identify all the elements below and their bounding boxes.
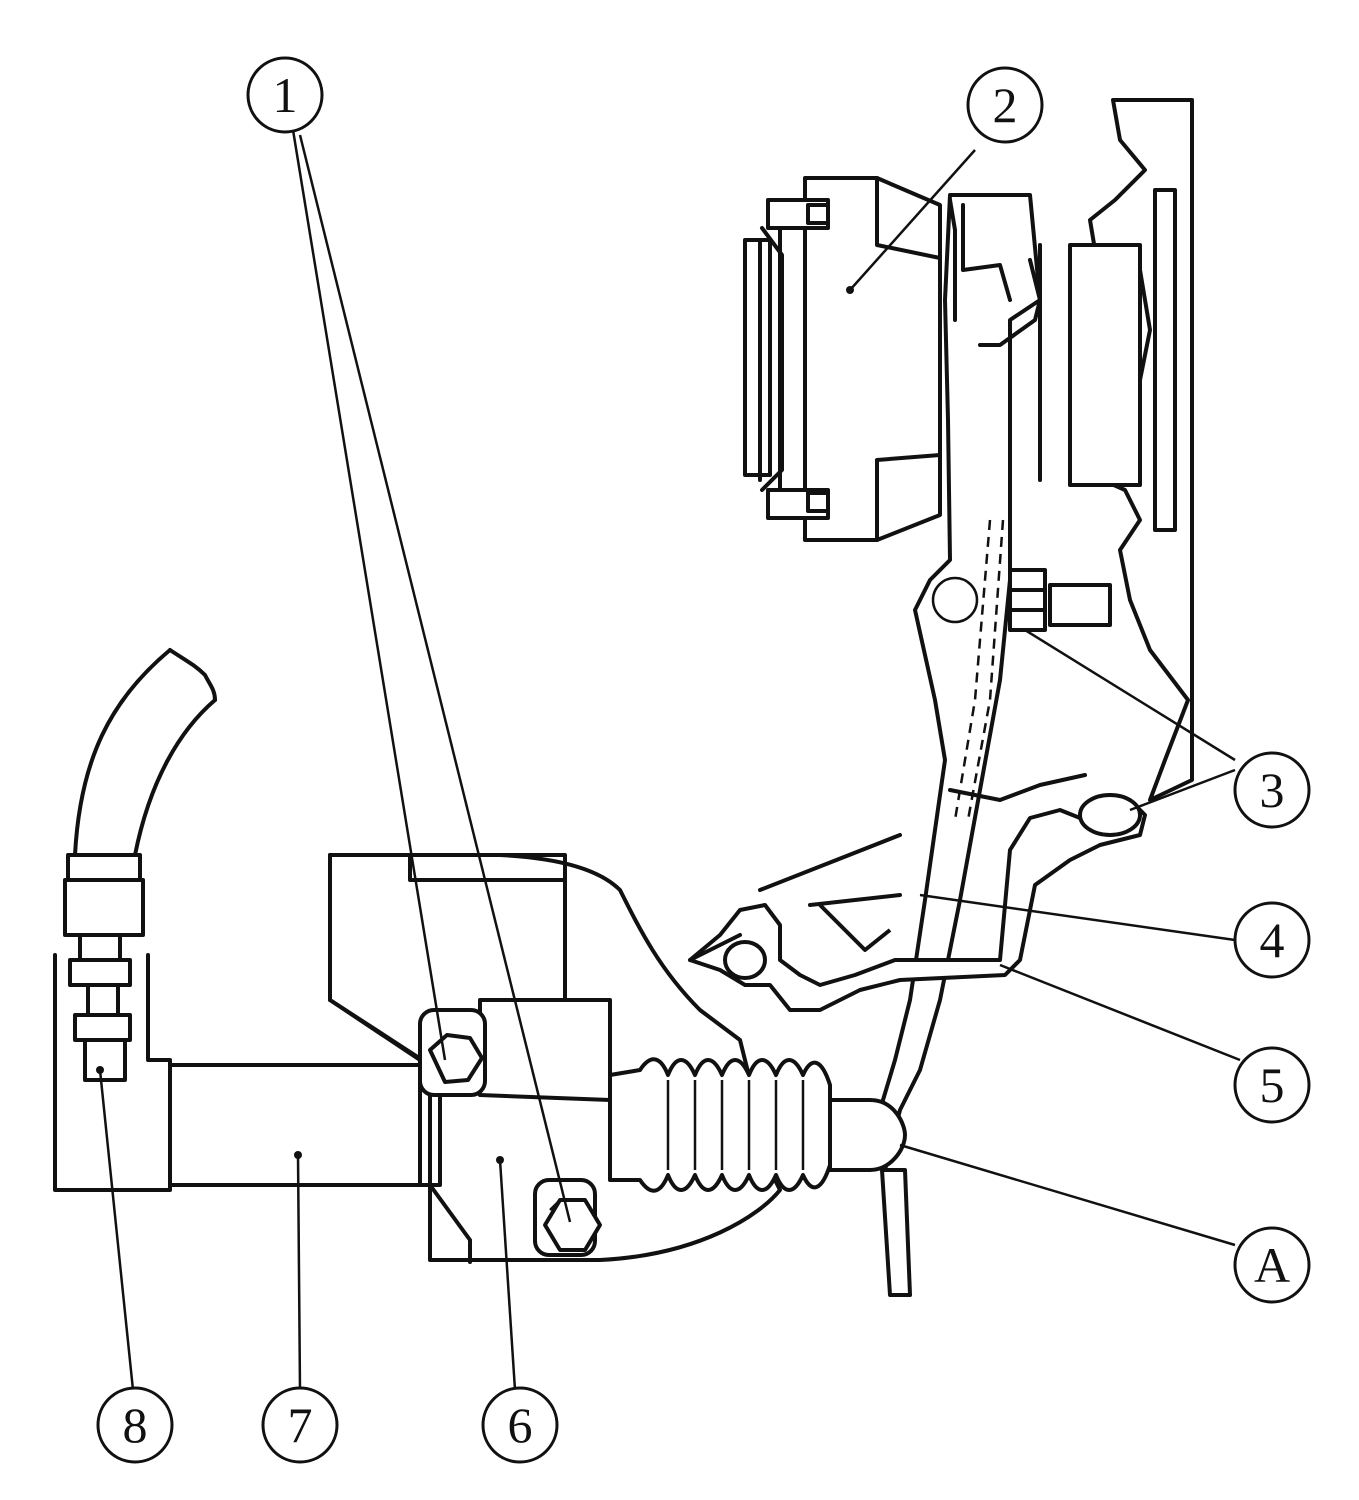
callout-6-label: 6 (508, 1397, 533, 1453)
leader-8 (98, 1069, 135, 1391)
clutch-housing-wall (1038, 98, 1194, 802)
callout-1-label: 1 (273, 67, 298, 123)
fork-dust-boot (688, 773, 1147, 1012)
leader-1a (291, 129, 447, 1061)
leader-1b (298, 134, 572, 1223)
hydraulic-hose (53, 648, 217, 1192)
callout-8-label: 8 (123, 1397, 148, 1453)
leader-A (899, 1143, 1236, 1247)
mounting-bolt-upper (418, 1008, 487, 1097)
callout-4-label: 4 (1260, 912, 1285, 968)
rubber-boot (608, 1057, 832, 1193)
callout-2-label: 2 (993, 77, 1018, 133)
callout-5-label: 5 (1260, 1057, 1285, 1113)
leader-lines (96, 129, 1241, 1391)
callout-4: 4 (1233, 901, 1311, 979)
callout-8: 8 (96, 1386, 174, 1464)
callout-1: 1 (246, 56, 324, 134)
callout-7-label: 7 (288, 1397, 313, 1453)
mounting-bolt-lower (533, 1178, 602, 1257)
callout-2: 2 (966, 66, 1044, 144)
leader-2 (849, 149, 976, 291)
fork-pivot-bolt (1008, 568, 1047, 632)
callout-5: 5 (1233, 1046, 1311, 1124)
leader-7 (296, 1154, 302, 1391)
callout-3: 3 (1233, 751, 1311, 829)
callout-6: 6 (481, 1386, 559, 1464)
leader-5 (999, 963, 1241, 1062)
slave-cylinder-body (168, 1063, 442, 1187)
leader-3a (1024, 628, 1236, 762)
leader-6 (498, 1159, 517, 1391)
mounting-bolts (418, 1008, 602, 1257)
leader-4 (919, 893, 1236, 942)
callout-7: 7 (261, 1386, 339, 1464)
release-bearing (743, 176, 942, 542)
pushrod (828, 1098, 907, 1172)
callout-3-label: 3 (1260, 762, 1285, 818)
callout-A: A (1233, 1226, 1311, 1304)
callout-A-label: A (1254, 1237, 1290, 1293)
leader-3b (1129, 768, 1236, 812)
